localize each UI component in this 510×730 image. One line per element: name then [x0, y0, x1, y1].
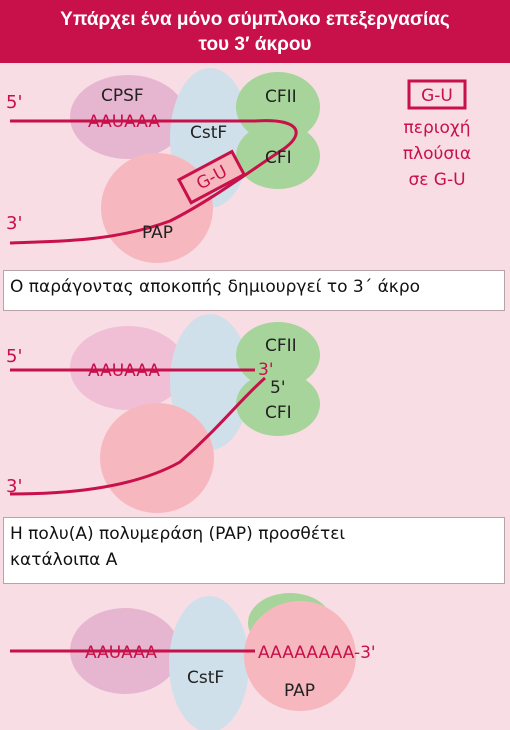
- legend-box: [407, 79, 467, 110]
- cfii-blob: [236, 72, 320, 142]
- caption-polyadenylation-line-1: Η πολυ(Α) πολυμεράση (PAP) προσθέτει: [10, 524, 346, 544]
- legend-text-3: σε G-U: [408, 170, 465, 190]
- cstf-label: CstF: [190, 123, 227, 143]
- panel-2-diagram: 5' 3' AAUAAA CFII 3' 5' CFI: [6, 314, 320, 513]
- cfi-blob: [236, 372, 320, 436]
- cfii-label: CFII: [265, 336, 297, 356]
- aauaaa-label: AAUAAA: [88, 361, 160, 381]
- legend-text-1: περιοχή: [404, 118, 471, 138]
- title-banner: Υπάρχει ένα μόνο σύμπλοκο επεξεργασίας τ…: [0, 0, 510, 63]
- caption-polyadenylation-line-2: κατάλοιπα Α: [10, 550, 118, 570]
- cpsf-label: CPSF: [101, 86, 144, 106]
- pap-blob: [100, 403, 214, 513]
- three-prime-label: 3': [6, 213, 22, 234]
- aauaaa-label: AAUAAA: [85, 643, 157, 663]
- cfii-label: CFII: [265, 87, 297, 107]
- cstf-label: CstF: [187, 668, 224, 688]
- cfii-blob: [236, 322, 320, 388]
- panel-3-diagram: AAUAAA CstF AAAAAAAA-3' PAP: [10, 593, 376, 730]
- cut-three-prime-label: 3': [258, 360, 274, 380]
- legend-box-label: G-U: [421, 86, 453, 106]
- pap-label: PAP: [284, 681, 315, 701]
- five-prime-label: 5': [6, 346, 22, 367]
- rna-strand: [9, 119, 298, 245]
- cpsf-blob: [70, 75, 186, 159]
- cut-five-prime-label: 5': [270, 378, 286, 398]
- three-prime-label: 3': [6, 476, 22, 497]
- cpsf-blob: [70, 326, 186, 410]
- legend-text-2: πλούσια: [403, 144, 471, 164]
- title-line-1: Υπάρχει ένα μόνο σύμπλοκο επεξεργασίας: [60, 9, 450, 30]
- panel-1-diagram: G-U 5' 3' CPSF AAUAAA CstF CFII CFI PAP …: [6, 68, 471, 263]
- five-prime-label: 5': [6, 92, 22, 113]
- poly-a-tail-label: AAAAAAAA-3': [258, 643, 376, 663]
- caption-polyadenylation: Η πολυ(Α) πολυμεράση (PAP) προσθέτει κατ…: [3, 517, 505, 584]
- cstf-blob: [169, 596, 249, 730]
- downstream-rna: [9, 376, 266, 496]
- cfi-label: CFI: [265, 148, 292, 168]
- title-line-2: του 3′ άκρου: [198, 34, 312, 55]
- cfi-blob: [236, 123, 320, 189]
- pap-blob: [244, 601, 356, 711]
- pap-label: PAP: [142, 223, 173, 243]
- cfi-label: CFI: [265, 403, 292, 423]
- gu-region-box: G-U: [176, 149, 247, 205]
- caption-cleavage: Ο παράγοντας αποκοπής δημιουργεί το 3΄ ά…: [3, 270, 505, 311]
- caption-cleavage-text: Ο παράγοντας αποκοπής δημιουργεί το 3΄ ά…: [10, 277, 421, 297]
- aauaaa-label: AAUAAA: [88, 112, 160, 132]
